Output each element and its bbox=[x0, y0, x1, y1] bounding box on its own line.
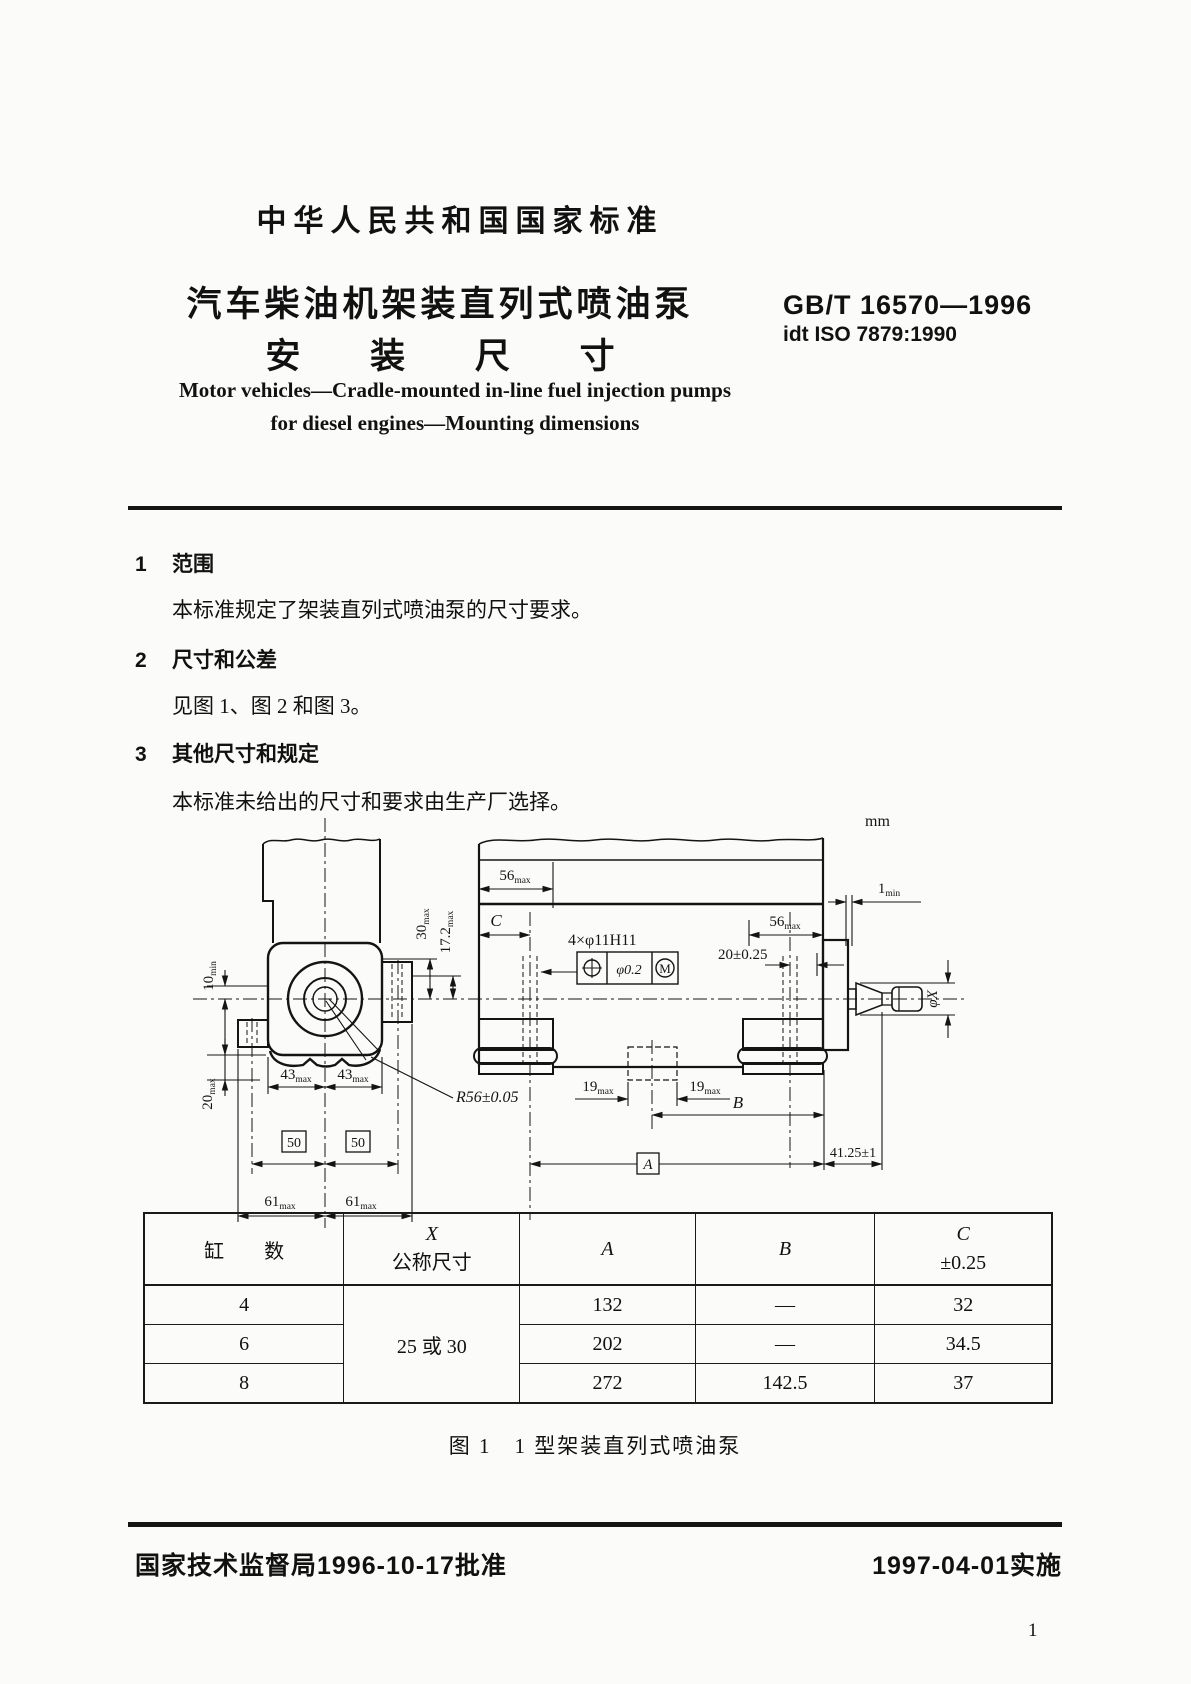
dim-50-left-label: 50 bbox=[287, 1136, 301, 1151]
cell-b: — bbox=[694, 1284, 876, 1325]
footer-divider bbox=[128, 1522, 1062, 1527]
position-tolerance-frame bbox=[540, 951, 679, 985]
fcf-tolerance-label: φ0.2 bbox=[616, 963, 641, 978]
dim-c-label: C bbox=[490, 911, 502, 930]
standard-code: GB/T 16570—1996 bbox=[783, 290, 1033, 320]
figure-caption: 图 1 1 型架装直列式喷油泵 bbox=[448, 1434, 742, 1458]
section-1-number: 1 bbox=[135, 553, 147, 576]
section-3-number: 3 bbox=[135, 743, 147, 766]
dim-61max-right-label: 61max bbox=[345, 1194, 377, 1212]
dim-19max-right-label: 19max bbox=[689, 1079, 721, 1097]
end-view-dimensions bbox=[207, 958, 461, 1222]
dim-61max-left-label: 61max bbox=[264, 1194, 296, 1212]
dim-50-right-label: 50 bbox=[351, 1136, 365, 1151]
dim-b-label: B bbox=[733, 1093, 744, 1112]
table-row: 6 202 — 34.5 bbox=[143, 1324, 1053, 1364]
cell-a: 132 bbox=[519, 1284, 696, 1325]
header-divider bbox=[128, 506, 1062, 510]
cell-a: 202 bbox=[519, 1324, 696, 1364]
national-standard-label: 中华人民共和国国家标准 bbox=[256, 205, 664, 238]
section-2-heading: 2 尺寸和公差 bbox=[135, 644, 277, 674]
dim-phi-x-label: φX bbox=[925, 989, 941, 1007]
dim-30max-label: 30max bbox=[414, 908, 432, 940]
col-header-x-symbol: X bbox=[425, 1223, 438, 1245]
material-condition-circle-icon bbox=[655, 958, 675, 978]
col-header-b: B bbox=[694, 1212, 876, 1286]
section-2-body: 见图 1、图 2 和图 3。 bbox=[172, 694, 372, 718]
section-1-body: 本标准规定了架装直列式喷油泵的尺寸要求。 bbox=[172, 598, 592, 622]
section-3-title: 其他尺寸和规定 bbox=[172, 743, 319, 766]
section-1-title: 范围 bbox=[172, 553, 214, 576]
section-3-heading: 3 其他尺寸和规定 bbox=[135, 738, 319, 768]
dim-56max-top-label: 56max bbox=[499, 868, 531, 886]
section-3-body: 本标准未给出的尺寸和要求由生产厂选择。 bbox=[172, 790, 571, 814]
dim-17-2max-label: 17.2max bbox=[438, 910, 456, 953]
english-title-line1: Motor vehicles—Cradle-mounted in-line fu… bbox=[178, 378, 731, 402]
dim-43max-left-label: 43max bbox=[280, 1067, 312, 1085]
cell-a: 272 bbox=[519, 1363, 696, 1404]
col-header-a: A bbox=[519, 1212, 696, 1286]
dimensions-table: 缸 数 X 公称尺寸 A B C ±0.25 4 25 或 30 132 — 3… bbox=[143, 1212, 1053, 1404]
figure-1-technical-drawing: mm bbox=[193, 813, 965, 1228]
cell-x-nominal: 25 或 30 bbox=[343, 1284, 521, 1404]
standard-subtitle-chinese: 安 装 尺 寸 bbox=[265, 337, 645, 376]
section-2-number: 2 bbox=[135, 649, 147, 672]
svg-text:A: A bbox=[642, 1157, 653, 1173]
fcf-modifier-label: M bbox=[659, 961, 671, 976]
col-header-x-caption: 公称尺寸 bbox=[391, 1252, 472, 1274]
implementation-date: 1997-04-01实施 bbox=[872, 1552, 1062, 1580]
cell-cylinders: 8 bbox=[143, 1363, 345, 1404]
pump-side-view bbox=[473, 837, 923, 1220]
dim-1min-label: 1min bbox=[878, 881, 901, 899]
dim-43max-right-label: 43max bbox=[337, 1067, 369, 1085]
dim-a-boxed-label: A bbox=[636, 1152, 660, 1175]
cell-c: 37 bbox=[874, 1363, 1053, 1404]
unit-label: mm bbox=[865, 813, 890, 830]
dim-19max-left-label: 19max bbox=[582, 1079, 614, 1097]
cell-b: — bbox=[694, 1324, 876, 1364]
cell-c: 34.5 bbox=[874, 1324, 1053, 1364]
cell-b: 142.5 bbox=[694, 1363, 876, 1404]
standard-title-chinese: 汽车柴油机架装直列式喷油泵 bbox=[186, 285, 694, 324]
dim-10min-label: 10min bbox=[201, 961, 219, 991]
english-title-line2: for diesel engines—Mounting dimensions bbox=[270, 411, 640, 435]
cell-c: 32 bbox=[874, 1284, 1053, 1325]
cell-cylinders: 4 bbox=[143, 1284, 345, 1325]
dim-20-tolerance-label: 20±0.25 bbox=[718, 947, 767, 963]
col-header-c: C ±0.25 bbox=[874, 1212, 1053, 1286]
section-1-heading: 1 范围 bbox=[135, 548, 214, 578]
approval-statement: 国家技术监督局1996-10-17批准 bbox=[135, 1552, 507, 1580]
pump-end-view bbox=[237, 818, 413, 1228]
col-header-cylinders: 缸 数 bbox=[143, 1212, 345, 1286]
idt-iso-reference: idt ISO 7879:1990 bbox=[783, 323, 957, 346]
dim-20max-label: 20max bbox=[200, 1078, 218, 1110]
section-2-title: 尺寸和公差 bbox=[172, 649, 277, 672]
holes-spec-label: 4×φ11H11 bbox=[568, 932, 637, 949]
dim-r56-label: R56±0.05 bbox=[455, 1089, 519, 1106]
table-row: 8 272 142.5 37 bbox=[143, 1363, 1053, 1404]
cell-cylinders: 6 bbox=[143, 1324, 345, 1364]
col-header-c-symbol: C bbox=[956, 1223, 970, 1245]
col-header-c-tolerance: ±0.25 bbox=[940, 1252, 987, 1274]
side-view-dimensions bbox=[478, 862, 955, 1170]
col-header-x: X 公称尺寸 bbox=[343, 1212, 521, 1286]
dim-56max-right-label: 56max bbox=[769, 914, 801, 932]
page-number: 1 bbox=[1028, 1620, 1038, 1641]
table-row: 4 25 或 30 132 — 32 bbox=[143, 1284, 1053, 1404]
dim-41-25-label: 41.25±1 bbox=[830, 1146, 876, 1161]
